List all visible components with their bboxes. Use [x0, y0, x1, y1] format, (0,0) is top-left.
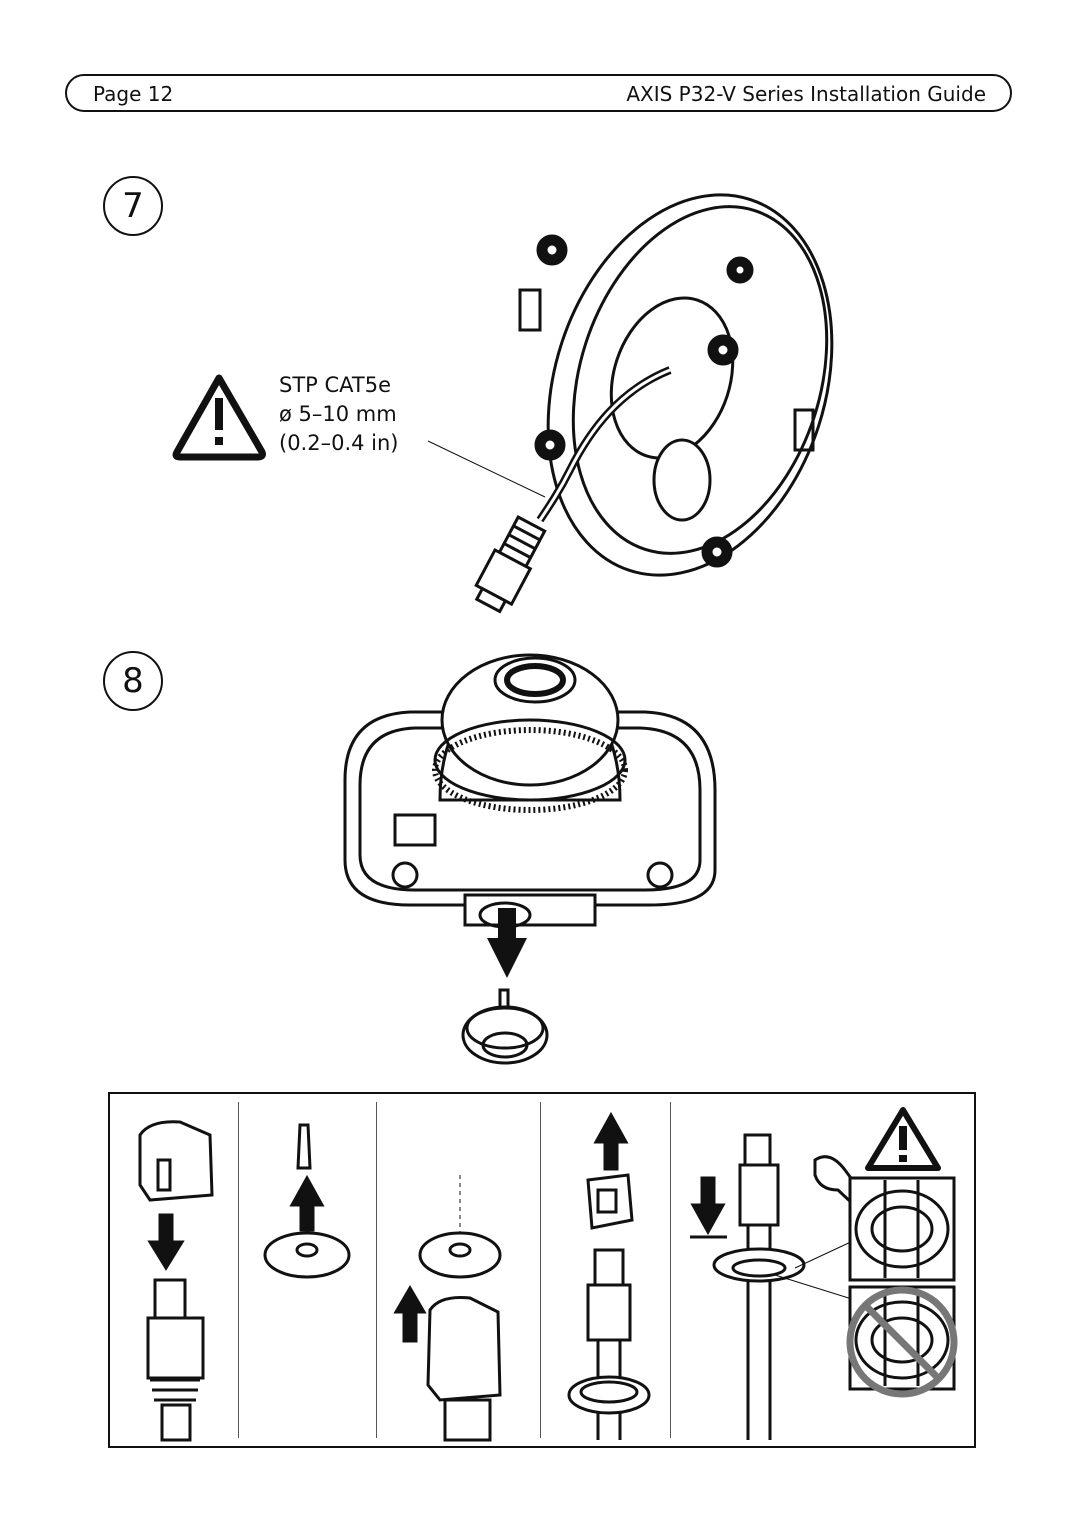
guide-title: AXIS P32-V Series Installation Guide — [626, 82, 986, 106]
step-8-badge: 8 — [103, 651, 163, 711]
rj45-connector-illustration — [712, 1133, 806, 1440]
page-header: Page 12 AXIS P32-V Series Installation G… — [65, 74, 1012, 112]
grommet-instruction-panel — [108, 1092, 976, 1448]
callout-line — [427, 440, 546, 498]
page-number: Page 12 — [93, 82, 174, 106]
plug-pin-illustration — [296, 1123, 312, 1170]
panel-divider — [540, 1102, 541, 1438]
grommet-illustration — [418, 1231, 502, 1279]
arrow-down-icon — [487, 908, 527, 978]
panel-divider — [376, 1102, 377, 1438]
boot-cover-illustration — [586, 1173, 634, 1230]
rj45-connector-illustration — [146, 1278, 205, 1442]
cable-grommet-illustration — [461, 988, 549, 1065]
warning-triangle-icon — [865, 1107, 941, 1171]
arrow-up-icon — [289, 1174, 325, 1232]
boot-cover-illustration — [426, 1296, 502, 1442]
rj45-connector-illustration — [567, 1248, 651, 1440]
panel-divider — [238, 1102, 239, 1438]
cable-diameter-mm: ø 5–10 mm — [279, 402, 397, 426]
dome-camera-illustration — [343, 653, 717, 929]
arrow-up-icon — [393, 1285, 427, 1343]
cable-type: STP CAT5e — [279, 373, 392, 397]
step-7-badge: 7 — [103, 176, 163, 236]
cable-diameter-in: (0.2–0.4 in) — [279, 431, 399, 455]
prohibited-circle-icon — [846, 1286, 958, 1398]
boot-cover-illustration — [138, 1120, 214, 1202]
arrow-down-icon — [690, 1176, 726, 1236]
warning-triangle-icon — [172, 374, 266, 461]
mounting-bracket-illustration — [474, 193, 834, 614]
cable-spec-note: STP CAT5e ø 5–10 mm (0.2–0.4 in) — [279, 371, 399, 458]
panel-divider — [670, 1102, 671, 1438]
arrow-down-icon — [147, 1213, 185, 1271]
grommet-illustration — [263, 1231, 351, 1279]
arrow-up-icon — [593, 1111, 629, 1171]
detail-correct-illustration — [848, 1176, 956, 1282]
